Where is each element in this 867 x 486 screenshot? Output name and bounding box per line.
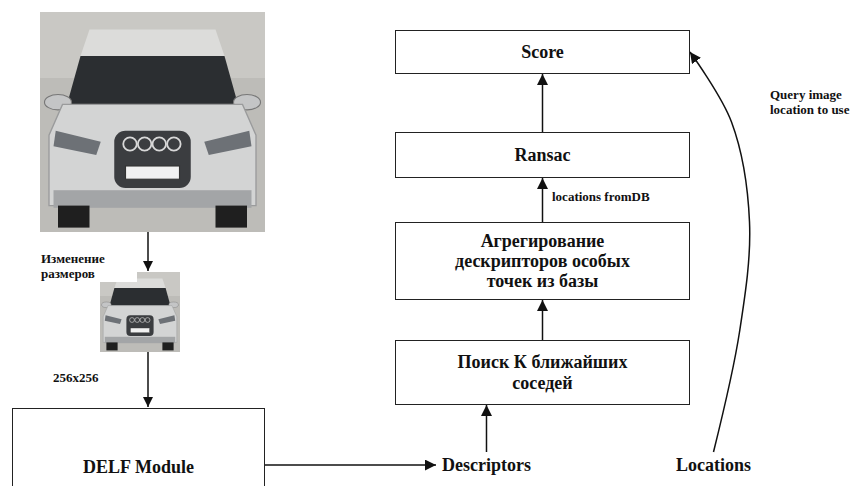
resized-car-photo [100, 272, 180, 352]
flow-arrow [690, 52, 750, 452]
node-text: Ransac [514, 145, 570, 165]
node-text: Агрегирование дескрипторов особых точек … [441, 231, 644, 291]
module-box: DELF Module [12, 408, 265, 486]
process-box: Score [395, 30, 690, 74]
resize-arrow [147, 232, 149, 271]
process-box: Агрегирование дескрипторов особых точек … [395, 222, 690, 300]
flow-arrow [542, 178, 544, 222]
node-text: Score [521, 42, 564, 62]
node-text: Locations [676, 455, 751, 475]
node-text: Поиск К ближайших соседей [441, 352, 644, 392]
node-text: Descriptors [442, 455, 531, 475]
edge-label: locations fromDB [551, 190, 713, 205]
flow-arrow [542, 74, 544, 132]
node-text: DELF Module [83, 457, 194, 477]
annotation-label: Изменение размеров [40, 252, 137, 282]
process-box: Ransac [395, 132, 690, 178]
input-arrow [147, 352, 149, 407]
process-box: Поиск К ближайших соседей [395, 340, 690, 405]
output-node: Locations [670, 452, 757, 478]
flow-arrow [542, 300, 544, 340]
flow-arrow [486, 405, 488, 452]
output-node: Descriptors [436, 452, 537, 478]
annotation-label: 256x256 [52, 371, 134, 386]
car-photo [40, 12, 265, 232]
flow-arrow [265, 464, 436, 466]
edge-label: Query image location to use [769, 88, 864, 118]
